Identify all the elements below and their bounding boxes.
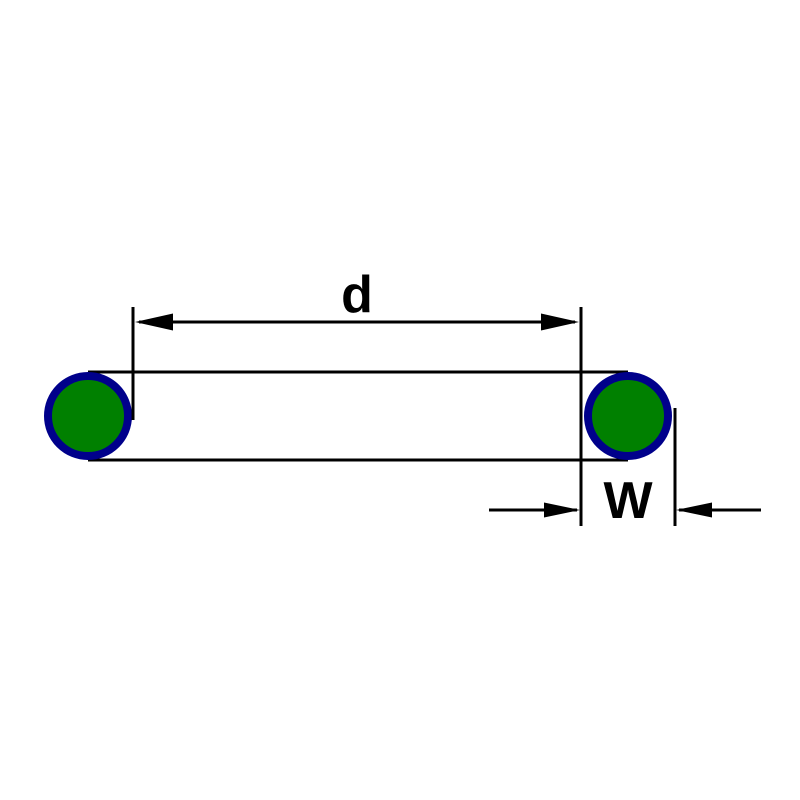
d-dimension-label: d — [341, 266, 373, 324]
oring-cross-section-left — [44, 372, 132, 460]
w-arrowhead-left-icon — [544, 502, 580, 518]
w-arrowhead-right-icon — [676, 502, 712, 518]
d-arrowhead-left-icon — [135, 313, 173, 331]
d-arrowhead-right-icon — [541, 313, 579, 331]
w-dimension-label: W — [603, 472, 653, 530]
oring-cross-section-right — [584, 372, 672, 460]
